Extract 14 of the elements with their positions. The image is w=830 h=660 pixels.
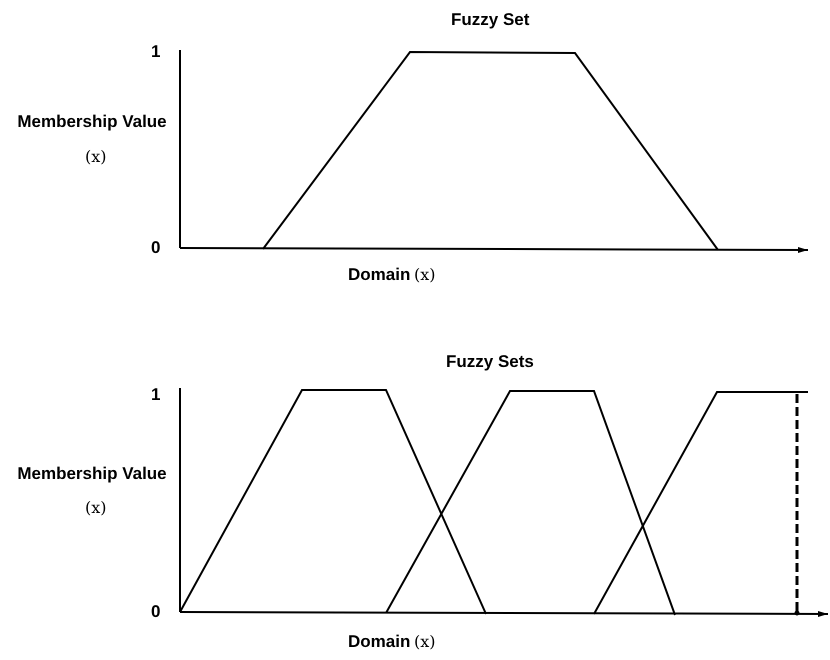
axis-tick-label: 0: [151, 238, 160, 258]
axis-title: Membership Value: [17, 464, 167, 484]
axis-tick-label: 1: [151, 386, 160, 404]
axis-title: Domain: [348, 266, 410, 284]
axis-tick-label: 1: [151, 42, 160, 62]
axis-unit: (x): [414, 633, 436, 651]
axis-unit: (x): [85, 148, 107, 166]
axis-title: Membership Value: [17, 112, 167, 132]
axis-unit: (x): [414, 266, 436, 284]
chart-title: Fuzzy Sets: [446, 352, 534, 372]
axis-title: Domain: [348, 632, 410, 652]
axis-tick-label: 0: [151, 602, 160, 622]
axis-unit: (x): [85, 499, 107, 517]
chart-title: Fuzzy Set: [451, 10, 530, 30]
